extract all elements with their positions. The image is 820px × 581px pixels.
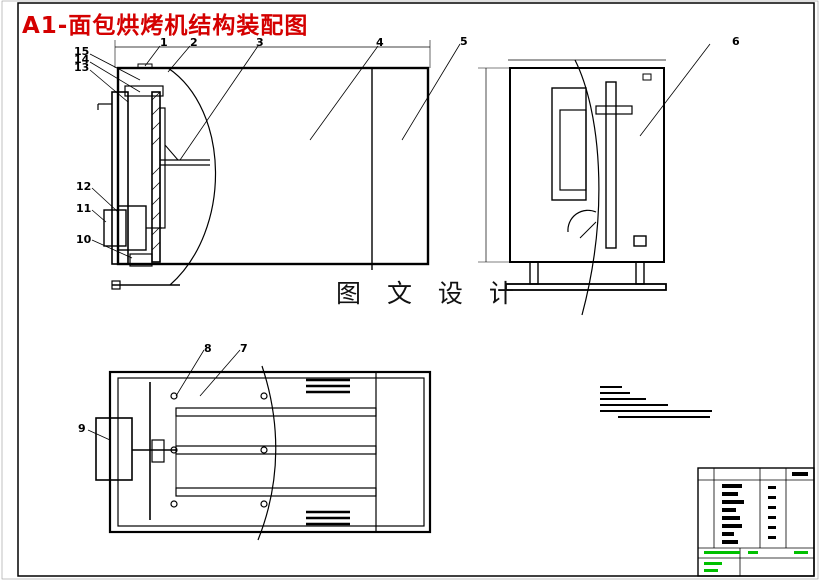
side-view [478,59,667,316]
top-view-leaders [87,349,241,441]
side-view-leaders [639,43,711,137]
part-label-15: 15 [74,45,89,58]
title-block-rows [722,472,808,544]
part-label-10: 10 [76,233,92,246]
part-label-6: 6 [732,35,740,48]
part-label-2: 2 [190,36,198,49]
part-label-5: 5 [460,35,468,48]
part-label-4: 4 [376,36,384,49]
front-view [97,40,431,290]
part-label-12: 12 [76,180,91,193]
title-block [697,467,815,577]
front-view-leaders [89,43,461,259]
drawing-border [17,2,815,577]
part-label-9: 9 [78,422,86,435]
technical-notes [600,386,712,418]
part-label-7: 7 [240,342,248,355]
part-label-1: 1 [160,36,168,49]
part-labels: 1 2 3 4 5 6 7 8 9 10 11 12 13 14 15 [74,35,740,435]
drawing-title: A1-面包烘烤机结构装配图 [22,13,309,39]
part-label-3: 3 [256,36,264,49]
top-view [95,365,432,541]
part-label-14: 14 [74,53,90,66]
part-label-13: 13 [74,61,89,74]
title-block-accent [704,551,808,572]
part-label-11: 11 [76,202,91,215]
part-label-8: 8 [204,342,212,355]
watermark-text: 图 文 设 计 [336,279,523,308]
